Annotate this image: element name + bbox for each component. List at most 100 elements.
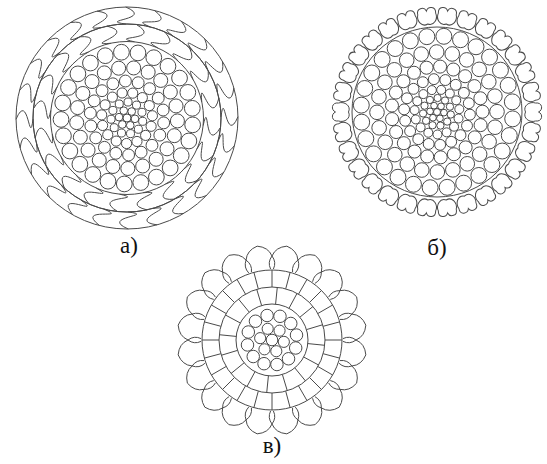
round-wire xyxy=(456,175,472,191)
z-wire-joint xyxy=(102,26,117,44)
round-wire xyxy=(385,99,398,112)
round-wire xyxy=(447,63,460,76)
round-wire xyxy=(154,129,166,141)
segment-joint xyxy=(219,335,236,337)
round-wire xyxy=(81,143,95,157)
segment-joint xyxy=(272,270,273,287)
round-wire xyxy=(413,134,424,145)
round-wire xyxy=(152,92,164,104)
z-wire-joint xyxy=(20,138,37,152)
round-wire xyxy=(112,61,126,75)
layer-boundary xyxy=(16,7,238,229)
round-wire xyxy=(117,129,125,137)
round-wire xyxy=(62,143,78,159)
round-wire xyxy=(447,148,460,161)
round-wire xyxy=(414,47,429,62)
round-wire xyxy=(422,180,438,196)
round-wire xyxy=(490,104,505,119)
z-wire-joint xyxy=(126,24,144,41)
z-wire-joint xyxy=(80,37,91,55)
segment-joint xyxy=(323,354,339,358)
shaped-wire xyxy=(360,171,385,196)
shaped-wire-outline xyxy=(417,7,438,26)
round-wire xyxy=(110,147,122,159)
figure-label: б) xyxy=(427,236,446,259)
shaped-wire-outline xyxy=(417,198,438,217)
round-wire xyxy=(494,143,510,159)
profiled-wire xyxy=(340,314,366,340)
round-wire xyxy=(242,326,254,338)
round-wire xyxy=(110,124,118,132)
round-wire xyxy=(446,103,453,110)
round-wire xyxy=(138,108,146,116)
round-wire xyxy=(442,128,451,137)
round-wire xyxy=(124,98,132,106)
layer-boundary xyxy=(236,304,308,376)
round-wire xyxy=(107,78,119,90)
round-wire xyxy=(181,133,197,149)
profiled-wire xyxy=(187,290,214,317)
segment-joint xyxy=(308,344,325,346)
z-wire-joint xyxy=(62,175,81,188)
shaped-wire xyxy=(502,43,527,68)
round-wire xyxy=(474,92,487,105)
segment-joint xyxy=(309,377,321,389)
round-wire xyxy=(421,150,434,163)
round-wire xyxy=(247,350,259,362)
layer-boundary xyxy=(352,27,522,197)
round-wire xyxy=(399,104,410,115)
round-wire xyxy=(285,317,297,329)
round-wire xyxy=(400,115,411,126)
round-wire xyxy=(500,77,516,93)
shaped-wire xyxy=(417,198,438,217)
round-wire xyxy=(387,63,402,78)
shaped-wire xyxy=(521,81,541,103)
profiled-wire xyxy=(340,340,366,366)
round-wire xyxy=(358,131,374,147)
shaped-wire-outline xyxy=(437,7,458,26)
profiled-wire xyxy=(272,246,298,272)
segment-joint xyxy=(272,393,273,410)
z-wire-joint xyxy=(35,128,53,143)
segment-joint xyxy=(299,386,308,401)
round-wire xyxy=(445,47,460,62)
shaped-wire xyxy=(521,121,541,143)
round-wire xyxy=(447,111,454,118)
round-wire xyxy=(430,165,445,180)
segment-joint xyxy=(238,299,249,312)
round-wire xyxy=(410,106,419,115)
shaped-wire-outline xyxy=(502,156,527,181)
profiled-wire xyxy=(315,383,342,410)
round-wire xyxy=(290,329,302,341)
round-wire xyxy=(433,130,442,139)
shaped-wire xyxy=(347,43,372,68)
shaped-wire-outline xyxy=(489,28,514,53)
round-wire xyxy=(135,146,147,158)
z-wire-joint xyxy=(47,185,66,197)
z-wire-joint xyxy=(203,117,220,135)
shaped-wire xyxy=(437,198,458,217)
round-wire xyxy=(53,112,69,128)
round-wire xyxy=(459,141,472,154)
shaped-wire xyxy=(489,171,514,196)
round-wire xyxy=(408,145,421,158)
round-wire xyxy=(259,344,270,355)
round-wire xyxy=(130,45,146,61)
round-wire xyxy=(180,85,196,101)
round-wire xyxy=(98,120,108,130)
segment-joint xyxy=(306,325,322,330)
round-wire xyxy=(99,141,111,153)
profiled-wire xyxy=(330,290,357,317)
round-wire xyxy=(408,83,419,94)
round-wire xyxy=(146,121,156,131)
round-wire xyxy=(406,176,422,192)
round-wire xyxy=(162,160,178,176)
z-wire-joint xyxy=(70,22,81,40)
z-wire-joint xyxy=(184,164,197,183)
layer-boundary xyxy=(202,270,342,410)
round-wire xyxy=(488,89,503,104)
round-wire xyxy=(258,357,270,369)
round-wire xyxy=(407,66,420,79)
shaped-wire xyxy=(396,10,419,32)
segment-joint xyxy=(276,287,278,304)
